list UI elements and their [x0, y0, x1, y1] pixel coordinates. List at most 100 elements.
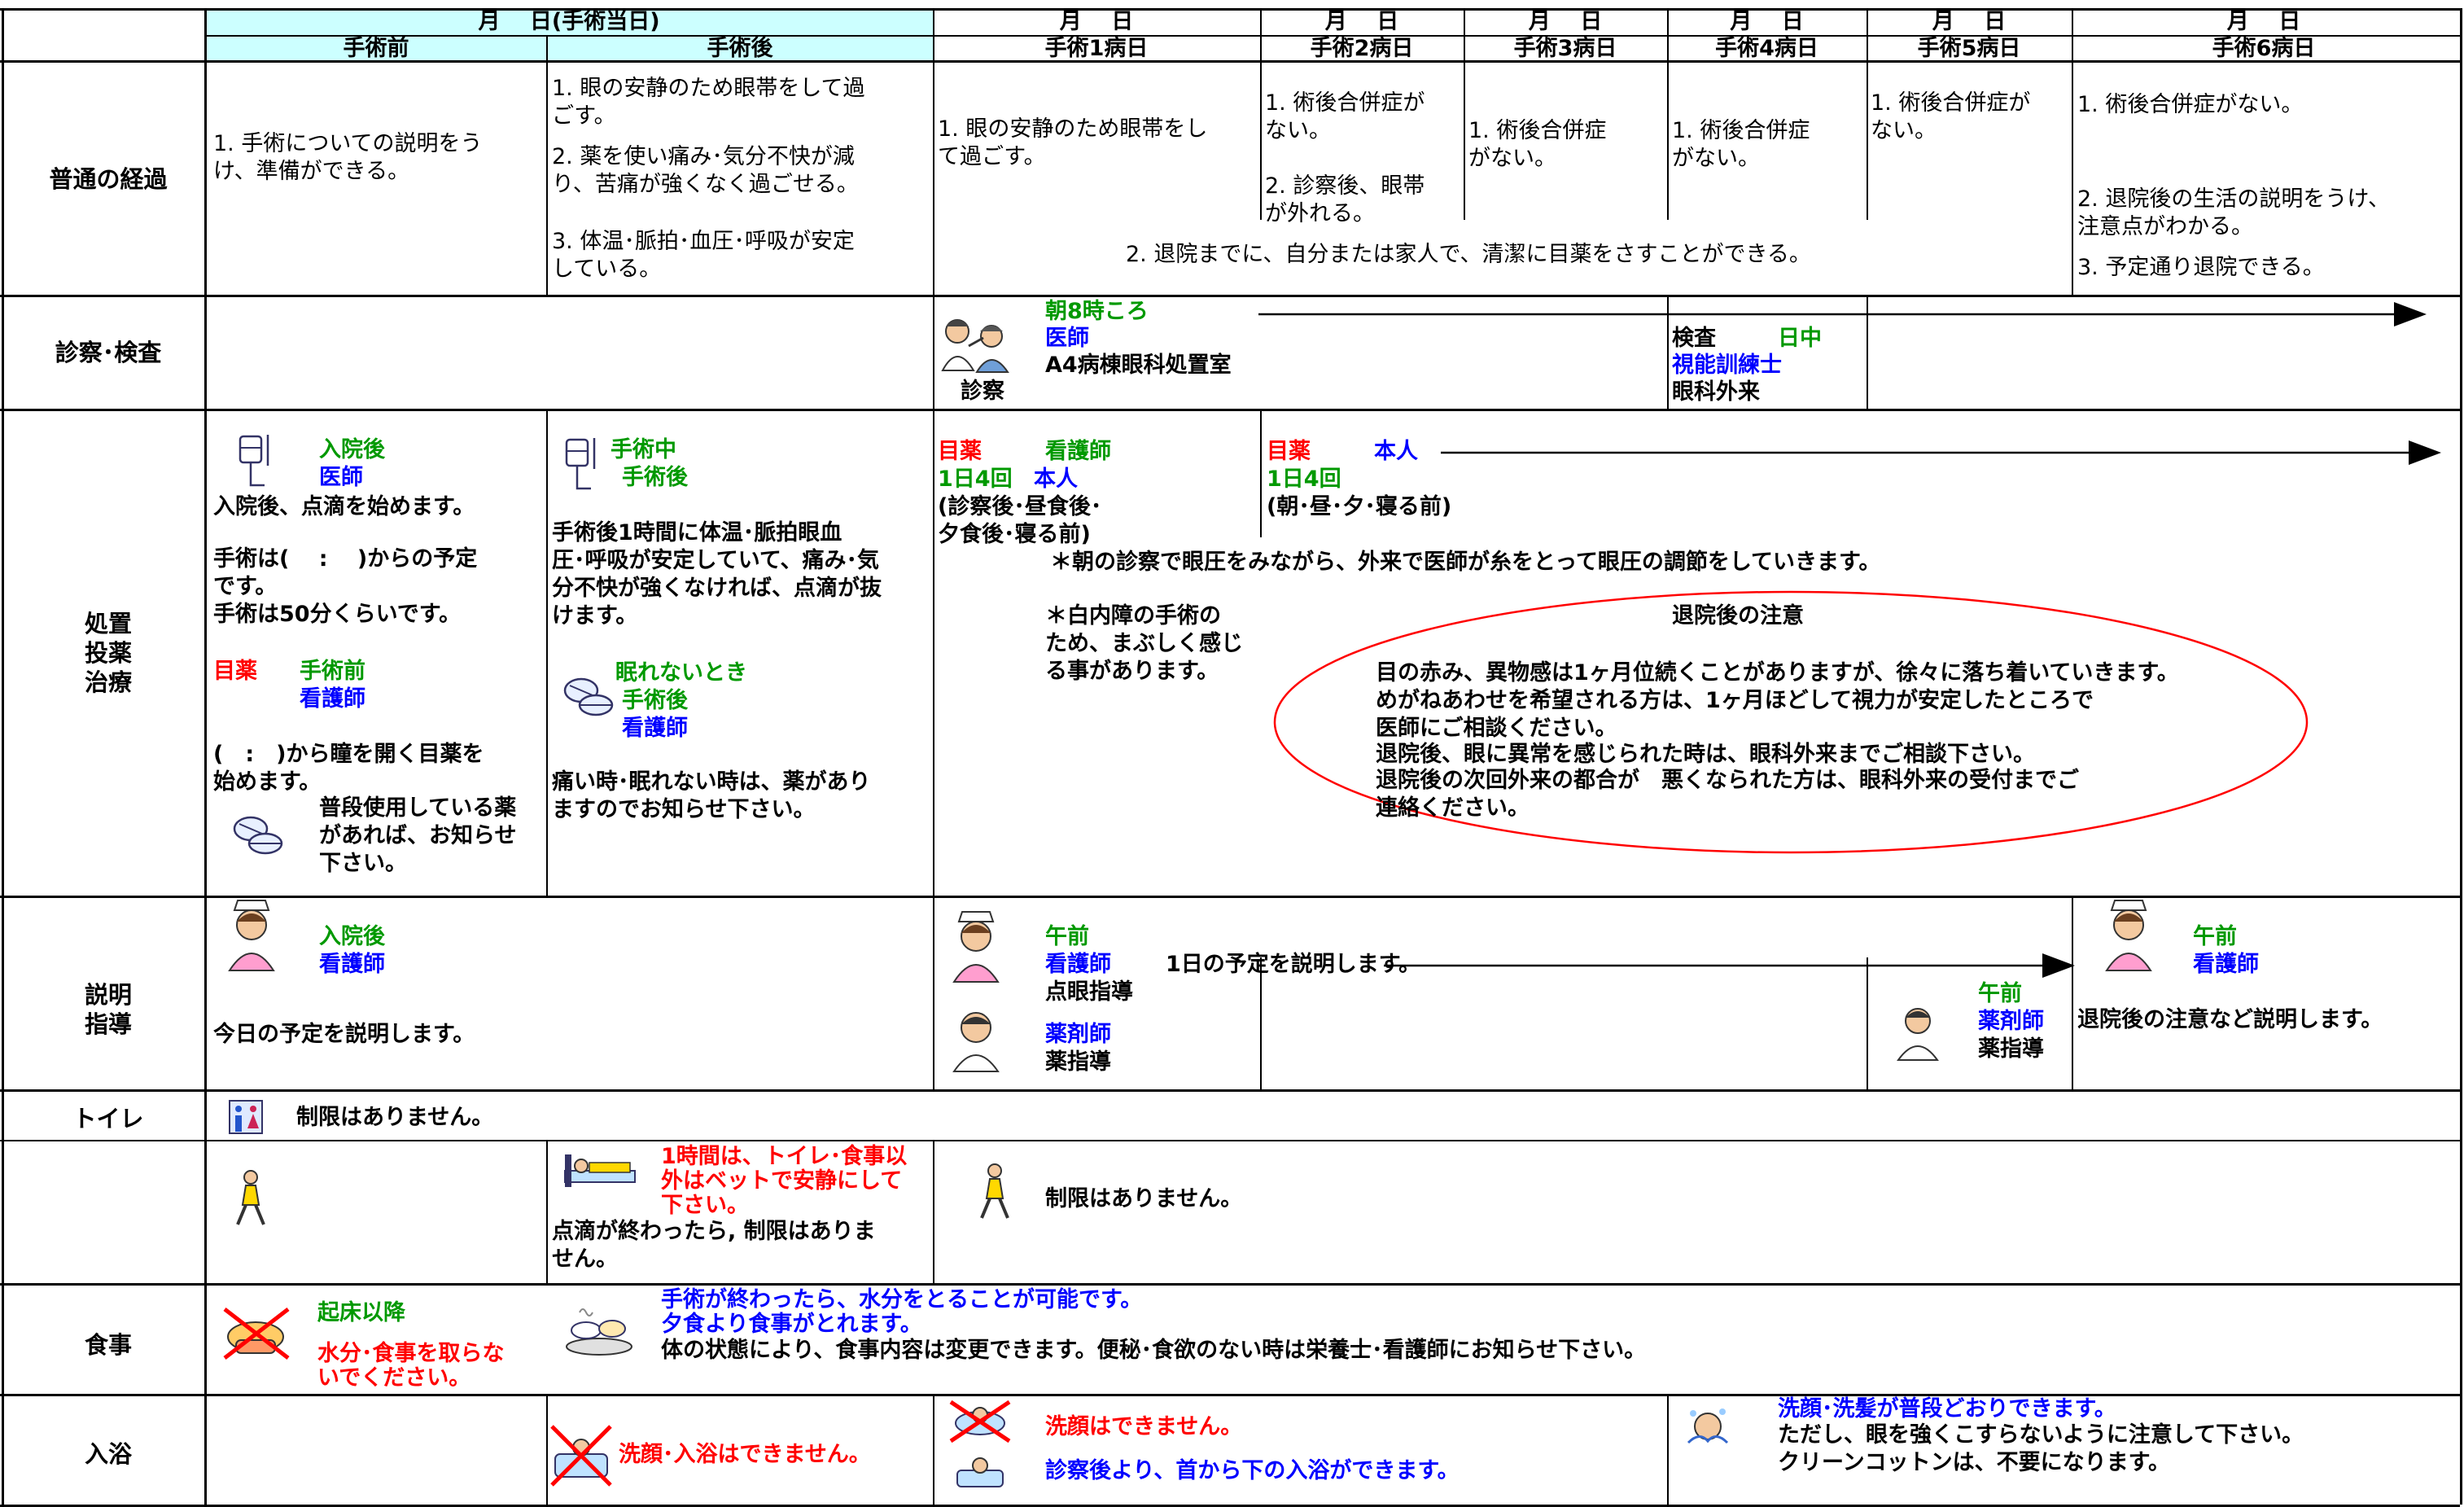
discharge-note-2: めがねあわせを希望される方は、1ヶ月ほどして視力が安定したところで [1376, 688, 2094, 713]
grid-line-v [546, 1394, 548, 1505]
nurse-icon-d1 [952, 911, 1000, 983]
treat-pre-medication-1: 普段使用している薬 [319, 795, 517, 821]
activity-d1: 制限はありません。 [1045, 1186, 1243, 1211]
grid-line-v [1867, 295, 1868, 409]
course-d4-2: がない。 [1672, 146, 1760, 171]
toilet-text: 制限はありません。 [296, 1105, 494, 1130]
discharge-note-5: 退院後の次回外来の都合が 悪くなられた方は、眼科外来の受付までご [1376, 768, 2079, 793]
treat-post-cant-sleep: 眠れないとき [615, 660, 747, 686]
treat-pre-medication-3: 下さい。 [319, 851, 407, 876]
grid-line-v [2460, 8, 2462, 1505]
toilet-icon [229, 1100, 263, 1134]
course-d4-1: 1. 術後合併症 [1672, 118, 1810, 143]
discharge-note-1: 目の赤み、異物感は1ヶ月位続くことがありますが、徐々に落ち着いていきます。 [1376, 660, 2179, 686]
header-month-day-5: 月 日 [1932, 9, 2007, 34]
grid-line-v [1667, 8, 1669, 220]
treat-post-pain-2: ますのでお知らせ下さい。 [552, 797, 816, 822]
course-d3-2: がない。 [1468, 146, 1556, 171]
grid-line-v [1667, 1394, 1669, 1505]
row-label-treatment-1: 処置 [84, 610, 132, 637]
no-bath-icon [550, 1425, 612, 1487]
grid-line-v [2, 8, 4, 1505]
explain-d5-pharmacist: 薬剤師 [1978, 1009, 2044, 1034]
treat-pre-nurse: 看護師 [300, 686, 365, 712]
header-post-op: 手術後 [707, 36, 773, 61]
row-label-explain-1: 説明 [84, 981, 132, 1009]
course-d5-1: 1. 術後合併症が [1871, 90, 2031, 116]
exam-test: 検査 [1672, 326, 1716, 351]
treat-d1-self: 本人 [1034, 467, 1078, 492]
row-label-treatment-3: 治療 [84, 668, 132, 696]
exam-orthoptist: 視能訓練士 [1672, 353, 1782, 378]
nurse-icon-d6 [2105, 900, 2152, 971]
exam-daytime: 日中 [1778, 326, 1822, 351]
explain-d1-morning: 午前 [1045, 924, 1089, 949]
bath-post: 洗顔･入浴はできません。 [619, 1442, 871, 1467]
course-span-goal: 2. 退院までに、自分または家人で、清潔に目薬をさすことができる。 [1126, 242, 1811, 267]
exam-place: A4病棟眼科処置室 [1045, 353, 1232, 378]
header-post-day-6: 手術6病日 [2212, 36, 2316, 61]
grid-line-h [0, 896, 2460, 898]
pill-icon [233, 816, 283, 855]
grid-line-h [0, 1394, 2460, 1396]
grid-line-v [546, 409, 548, 896]
discharge-note-4: 退院後、眼に異常を感じられた時は、眼科外来までご相談下さい。 [1376, 742, 2035, 767]
explain-d1-pharmacist: 薬剤師 [1045, 1022, 1111, 1047]
treat-d2-when: (朝･昼･夕･寝る前) [1267, 494, 1452, 519]
treat-d2-self: 本人 [1374, 439, 1418, 464]
grid-line-v [933, 295, 934, 1089]
header-month-day-2: 月 日 [1324, 9, 1399, 34]
header-post-day-5: 手術5病日 [1917, 36, 2021, 61]
grid-line-v [1667, 295, 1669, 409]
treat-pre-schedule-1: 手術は( : )からの予定 [213, 546, 478, 572]
explain-d5-morning: 午前 [1978, 981, 2022, 1006]
explain-pre-after-admission: 入院後 [319, 924, 385, 949]
treat-pre-schedule-2: です。 [213, 574, 278, 599]
discharge-note-3: 医師にご相談ください。 [1376, 716, 1617, 741]
row-label-exam: 診察･検査 [55, 339, 162, 366]
grid-line-h [0, 409, 2460, 411]
explain-pre-nurse: 看護師 [319, 952, 385, 977]
grid-line-h [0, 1089, 2460, 1092]
walking-person-icon-d1 [980, 1163, 1009, 1219]
treat-post-after-2: 手術後 [622, 688, 688, 713]
explain-d6-nurse: 看護師 [2193, 952, 2259, 977]
treat-post-iv-1: 手術後1時間に体温･脈拍眼血 [552, 520, 842, 545]
activity-post-5: せん。 [552, 1246, 618, 1272]
treat-post-during: 手術中 [611, 437, 676, 462]
treat-d1-when-1: (診察後･昼食後･ [938, 494, 1102, 519]
explain-d1-eyedrop-guidance: 点眼指導 [1045, 979, 1133, 1005]
treat-note-cataract-3: る事があります。 [1045, 659, 1219, 684]
meal-post-3: 体の状態により、食事内容は変更できます。便秘･食欲のない時は栄養士･看護師にお知… [661, 1338, 1647, 1363]
header-surgery-day: 月 日(手術当日) [478, 9, 660, 34]
pill-icon-post [563, 677, 614, 716]
exam-doctor: 医師 [1045, 326, 1089, 351]
header-pre-op: 手術前 [343, 36, 409, 61]
doctor-exam-icon [941, 319, 1009, 373]
row-label-explain-2: 指導 [84, 1010, 132, 1038]
bath-d1-body-bath: 診察後より、首から下の入浴ができます。 [1045, 1458, 1460, 1483]
header-post-day-4: 手術4病日 [1715, 36, 1818, 61]
discharge-note-6: 連絡ください。 [1376, 795, 1530, 821]
walking-person-icon [236, 1170, 265, 1225]
grid-line-v [546, 1140, 548, 1283]
grid-line-h [205, 35, 2460, 37]
explain-d1-plan: 1日の予定を説明します。 [1166, 952, 1421, 977]
row-label-treatment-2: 投薬 [84, 639, 132, 667]
treat-pre-eyedrops-when: 手術前 [300, 659, 365, 684]
course-post-2: ごす。 [552, 103, 616, 129]
explain-d6-discharge: 退院後の注意など説明します。 [2077, 1007, 2383, 1032]
iv-drip-icon-post [565, 438, 596, 490]
treat-pre-doctor: 医師 [319, 465, 363, 490]
grid-line-v [933, 1140, 934, 1283]
row-label-course: 普通の経過 [49, 165, 168, 193]
bath-d4-1: 洗顔･洗髪が普段どおりできます。 [1778, 1396, 2116, 1422]
course-d6-3: 注意点がわかる。 [2077, 214, 2253, 239]
grid-line-v [933, 8, 934, 295]
grid-line-v [1867, 957, 1868, 1089]
grid-line-v [546, 35, 548, 295]
grid-line-v [2072, 896, 2073, 1089]
course-d2-1: 1. 術後合併症が [1265, 90, 1425, 116]
treat-d1-eyedrops: 目薬 [938, 439, 982, 464]
